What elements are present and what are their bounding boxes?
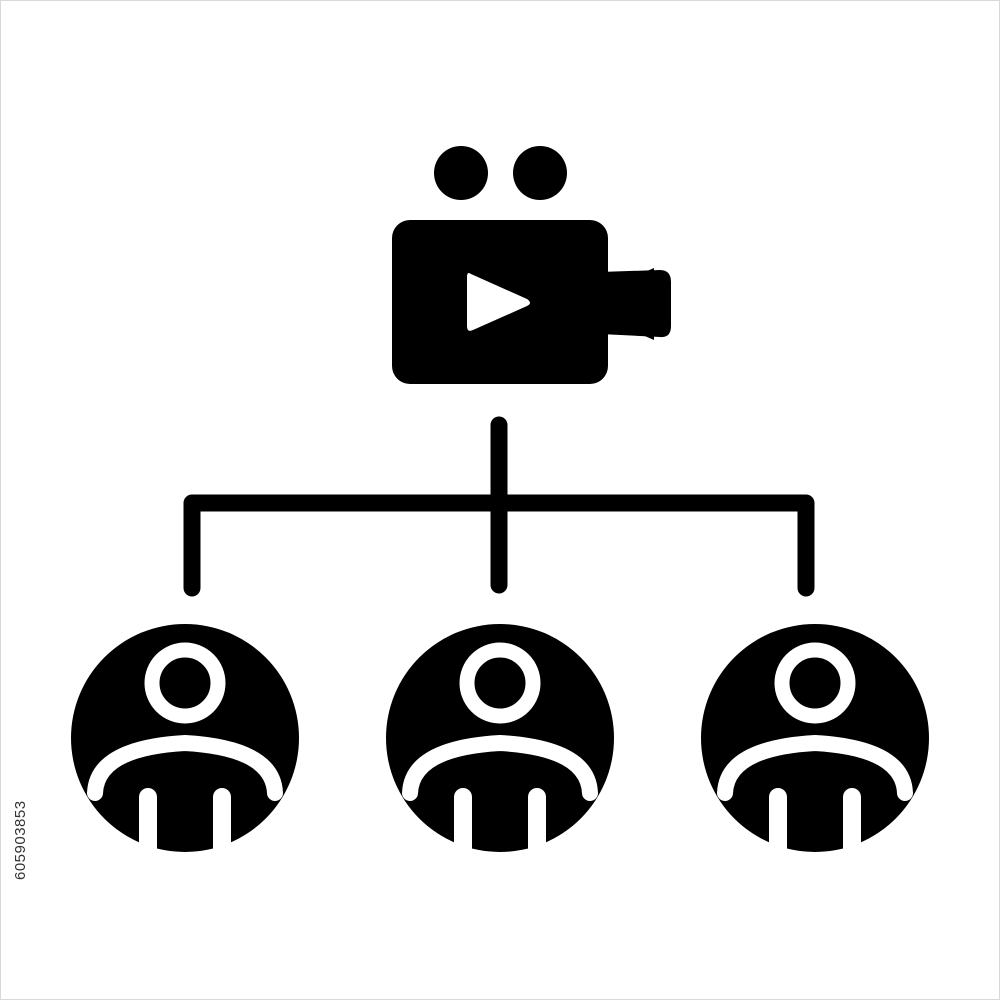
film-reel-right [513,146,567,200]
user-icon [71,624,299,858]
stock-image-id: 605903853 [12,800,29,880]
connector-lines [183,416,815,597]
user-icon [386,624,614,858]
user-icon [701,624,929,858]
play-icon [467,273,530,331]
camera-lens-cutout [608,268,654,340]
video-camera-icon [392,146,671,384]
film-reel-left [434,146,488,200]
